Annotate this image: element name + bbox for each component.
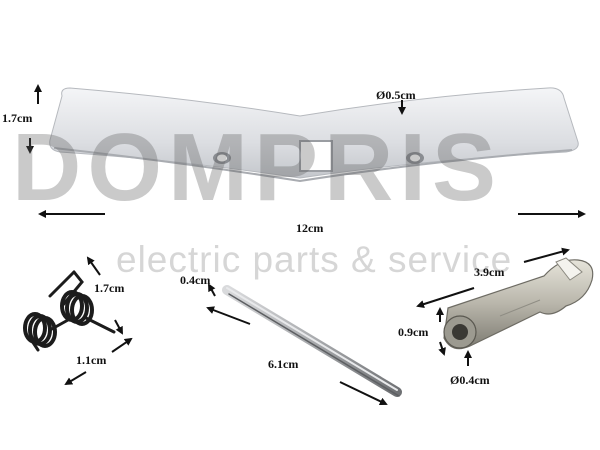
spring-height-label: 1.7cm xyxy=(94,281,125,295)
bar-length-label: 12cm xyxy=(296,221,324,235)
door-hook xyxy=(443,257,594,350)
pin-length-label: 6.1cm xyxy=(268,357,299,371)
pin-diameter-label: 0.4cm xyxy=(180,273,211,287)
dimension-arrows xyxy=(26,84,586,406)
curved-handle-bar xyxy=(49,87,579,183)
hook-hole-label: Ø0.4cm xyxy=(450,373,490,387)
hook-length-label: 3.9cm xyxy=(474,265,505,279)
spring-width-label: 1.1cm xyxy=(76,353,107,367)
bar-hole-label: Ø0.5cm xyxy=(376,88,416,102)
bar-height-label: 1.7cm xyxy=(2,111,33,125)
watermark-tagline: electric parts & service xyxy=(116,239,513,280)
watermark-brand: DOMPRIS xyxy=(12,114,503,221)
hook-height-label: 0.9cm xyxy=(398,325,429,339)
hook-hole xyxy=(452,324,468,340)
metal-pin xyxy=(222,285,402,397)
bar-square-hole xyxy=(299,140,333,172)
torsion-spring xyxy=(23,270,116,352)
